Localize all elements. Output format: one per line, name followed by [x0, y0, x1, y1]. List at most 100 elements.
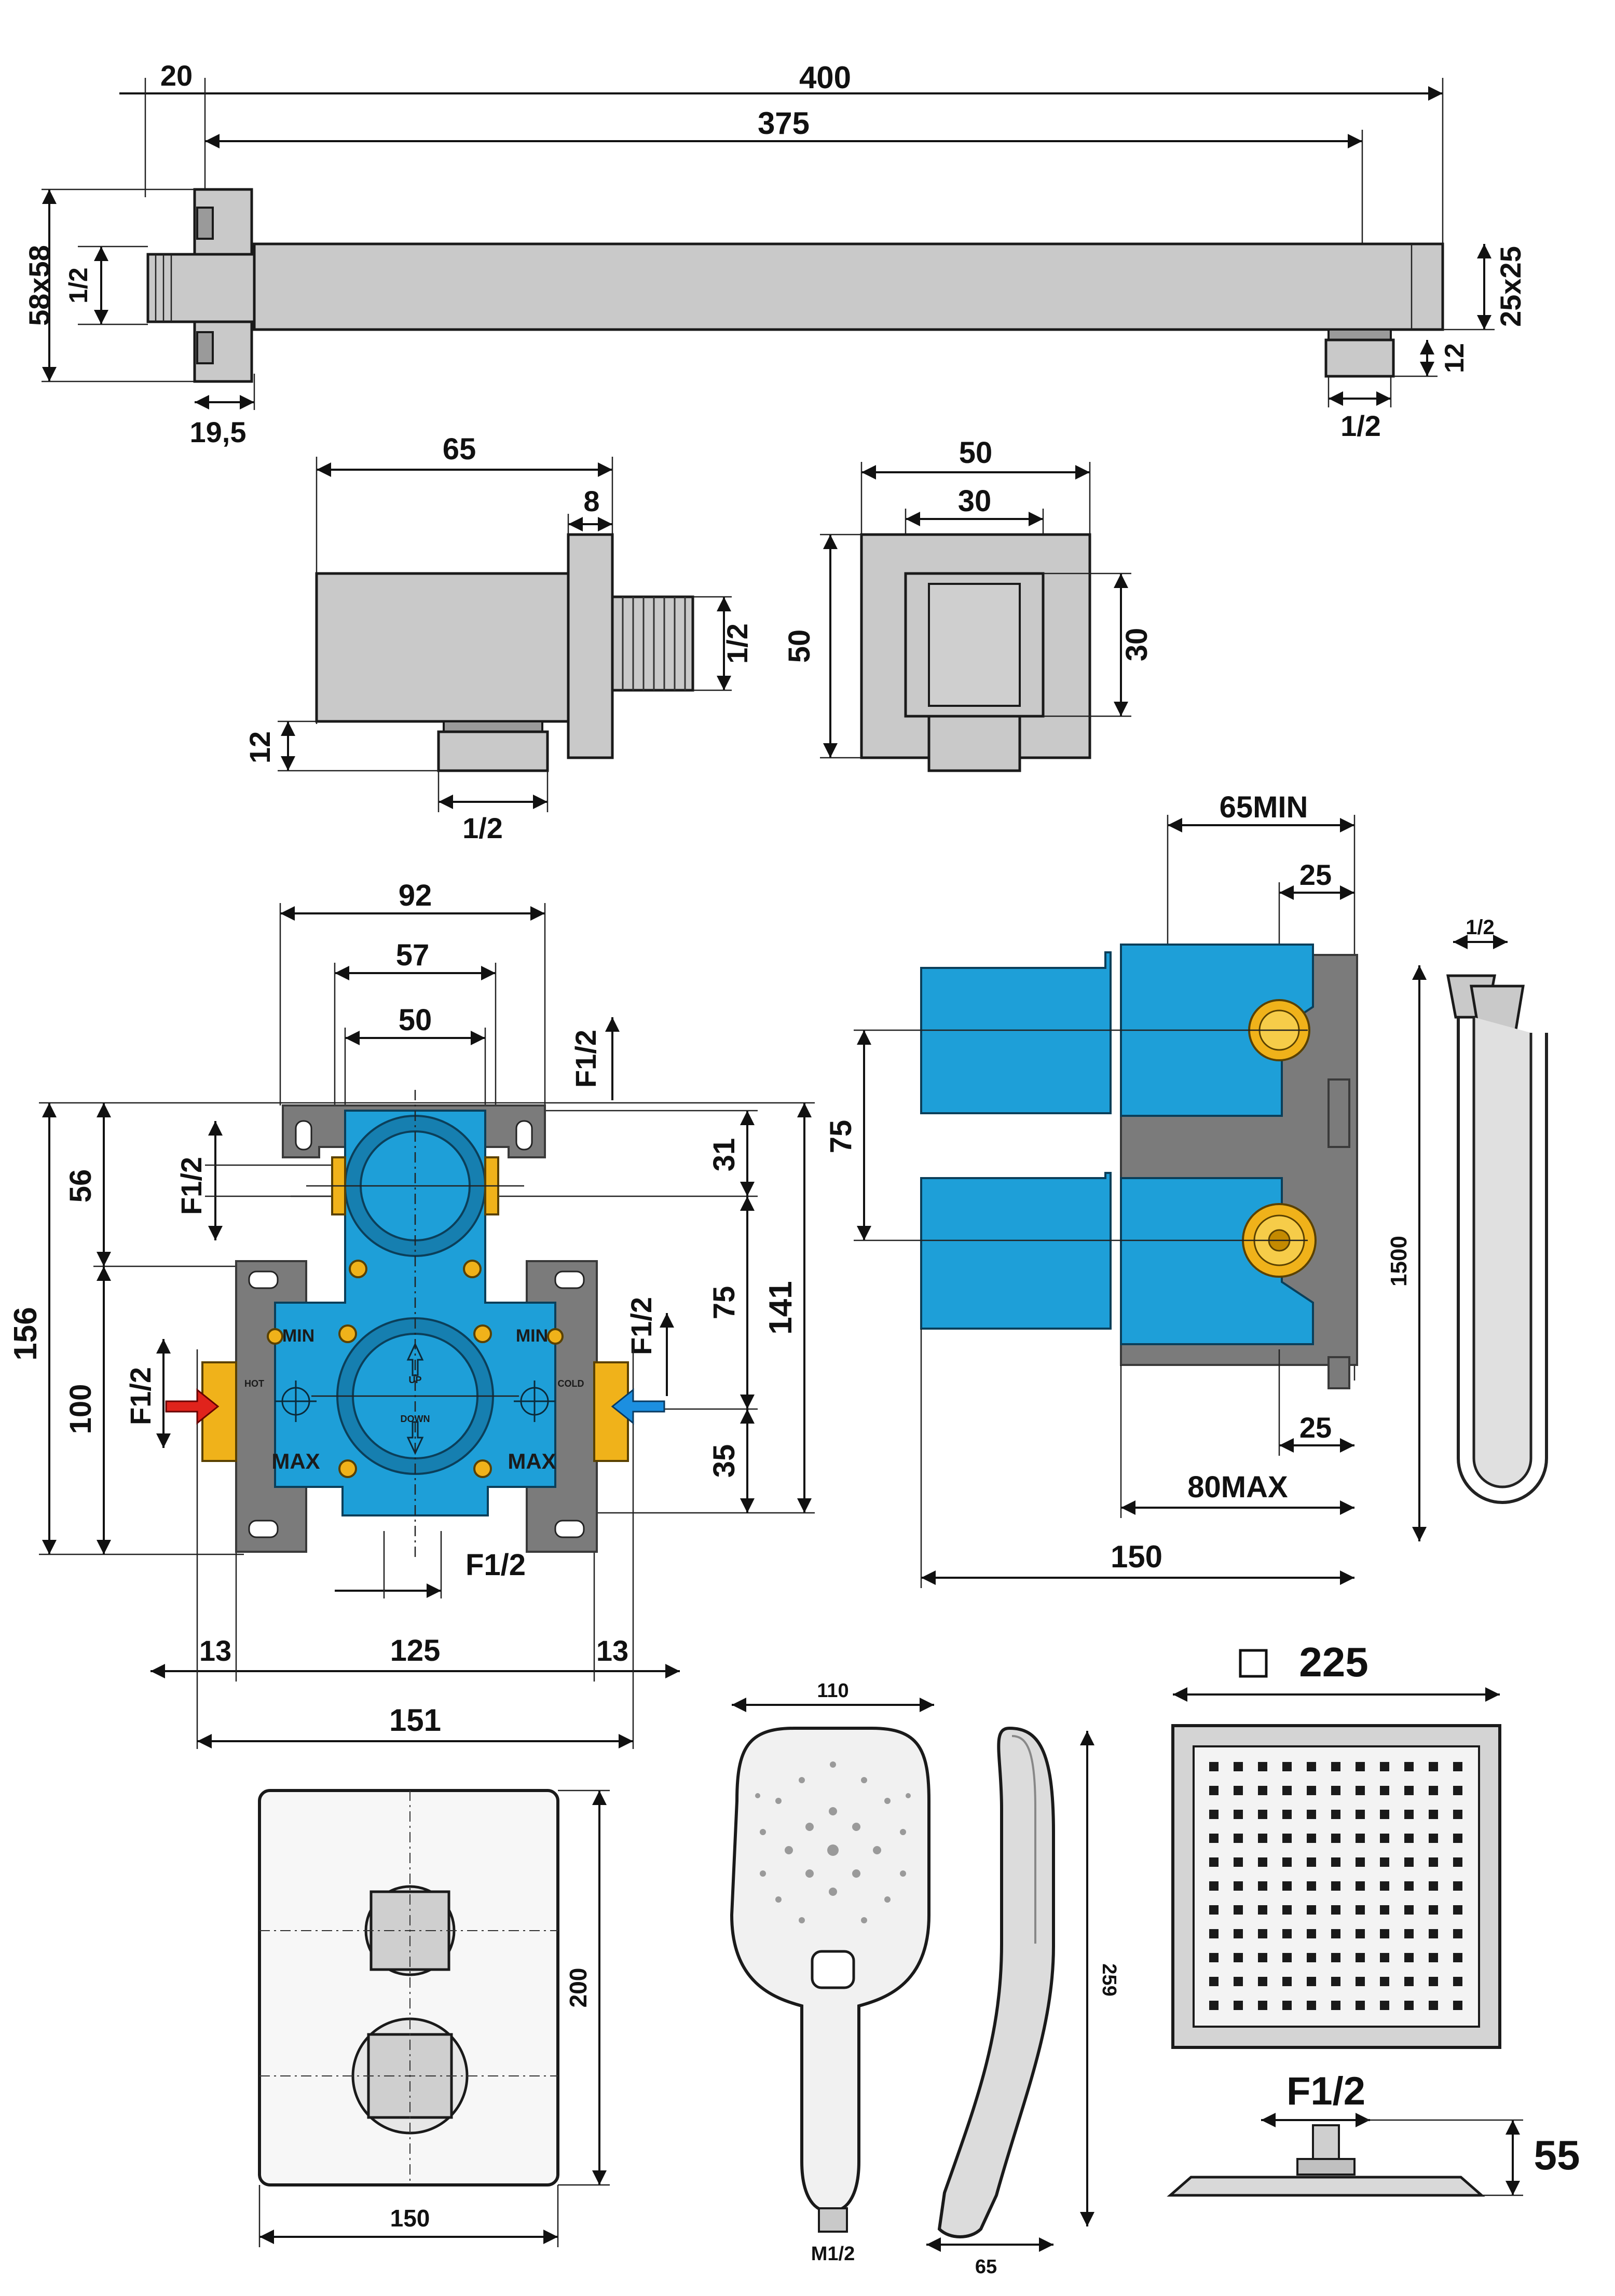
nozzle	[1453, 1905, 1462, 1915]
nozzle	[1404, 1953, 1414, 1962]
dim-back-1-2: 1/2	[721, 623, 754, 664]
nozzle	[1209, 1834, 1219, 1843]
dim-25-bottom: 25	[1299, 1411, 1332, 1444]
nozzle	[1453, 1857, 1462, 1867]
cold-label: COLD	[558, 1378, 584, 1389]
nozzle	[1258, 1953, 1267, 1962]
dim-25-top: 25	[1299, 858, 1332, 891]
elbow-thread	[611, 595, 694, 692]
nozzle	[1380, 1857, 1389, 1867]
dim-56: 56	[64, 1169, 98, 1203]
dim-f12-left: F1/2	[124, 1367, 157, 1425]
nozzle	[1453, 1953, 1462, 1962]
spray-button	[811, 1950, 855, 1989]
dim-thread-1-2: 1/2	[64, 267, 93, 304]
dim-65-hand: 65	[975, 2256, 997, 2278]
nozzle	[1453, 2001, 1462, 2010]
lower-cartridge	[920, 1172, 1112, 1330]
nozzle	[1282, 1834, 1292, 1843]
nozzle	[1307, 1834, 1316, 1843]
dim-57: 57	[396, 938, 430, 972]
dim-31: 31	[707, 1138, 741, 1172]
nozzle	[1380, 1881, 1389, 1891]
nozzle	[1404, 2001, 1414, 2010]
wall-elbow-front-view: 50 30 50 30	[783, 436, 1154, 772]
nozzle	[1331, 2001, 1340, 2010]
dim-259: 259	[1098, 1963, 1120, 1996]
nozzle	[1331, 1857, 1340, 1867]
hose-loop-outer	[1457, 1017, 1548, 1504]
nozzle	[1258, 1977, 1267, 1986]
hand-shower-thread	[818, 2207, 848, 2233]
up-label: UP	[408, 1375, 421, 1385]
max-label-right: MAX	[508, 1449, 556, 1473]
nozzle	[1258, 1929, 1267, 1938]
elbow-front-nut	[927, 715, 1021, 772]
nozzle	[1331, 1762, 1340, 1771]
shower-hose-drawing: 1/2 1500	[1386, 916, 1548, 1541]
nozzle	[1258, 1857, 1267, 1867]
nozzle	[1282, 2001, 1292, 2010]
nozzle	[1209, 1762, 1219, 1771]
nozzle	[1356, 1977, 1365, 1986]
dim-100: 100	[64, 1384, 98, 1434]
nozzle	[1209, 1905, 1219, 1915]
nozzle	[1282, 1929, 1292, 1938]
rain-shower-head: 225 F1/2 55	[1167, 1639, 1580, 2197]
dim-65: 65	[443, 432, 476, 466]
dim-13-right: 13	[596, 1634, 628, 1667]
nozzle	[1453, 1881, 1462, 1891]
nozzle	[1209, 1881, 1219, 1891]
nozzle	[1356, 1905, 1365, 1915]
dim-8: 8	[583, 485, 599, 517]
nozzle	[1331, 1905, 1340, 1915]
nozzle	[1429, 1834, 1438, 1843]
nozzle	[1404, 1905, 1414, 1915]
nozzle	[1380, 1905, 1389, 1915]
rain-head-connector	[1312, 2124, 1340, 2160]
hot-inlet-arrow	[165, 1388, 220, 1425]
nozzle	[1429, 1762, 1438, 1771]
square-symbol-icon	[1239, 1649, 1268, 1678]
nozzle	[1380, 1953, 1389, 1962]
dim-12-elbow: 12	[243, 731, 276, 763]
nozzle	[1331, 1953, 1340, 1962]
shower-arm-drawing: 20 400 375 58x58 1/2 19,5 25x25	[23, 59, 1527, 448]
dim-200: 200	[565, 1968, 592, 2008]
hand-shower-side: 259 65	[926, 1726, 1120, 2278]
nozzle	[1282, 1857, 1292, 1867]
nozzle	[1307, 1953, 1316, 1962]
dim-30-h: 30	[1120, 628, 1154, 662]
outlet-nut	[1324, 338, 1395, 378]
nozzle	[1258, 1810, 1267, 1819]
trim-plate	[258, 1789, 559, 2186]
nozzle	[1429, 1905, 1438, 1915]
dim-outlet-1-2: 1/2	[1340, 409, 1381, 442]
nozzle	[1234, 1905, 1243, 1915]
nozzle	[1404, 1881, 1414, 1891]
nozzle	[1234, 2001, 1243, 2010]
nozzle	[1209, 1857, 1219, 1867]
dim-75-valve: 75	[707, 1286, 741, 1320]
dim-19-5: 19,5	[190, 416, 247, 448]
nozzle	[1234, 1977, 1243, 1986]
nozzle	[1209, 1953, 1219, 1962]
nozzle	[1209, 1929, 1219, 1938]
nozzle	[1331, 1977, 1340, 1986]
nozzle	[1356, 1929, 1365, 1938]
nozzle	[1307, 1786, 1316, 1795]
nozzle	[1453, 1929, 1462, 1938]
nozzle	[1356, 1953, 1365, 1962]
nozzle	[1234, 1786, 1243, 1795]
nozzle	[1331, 1834, 1340, 1843]
nozzle	[1404, 1834, 1414, 1843]
nozzle	[1356, 1786, 1365, 1795]
rain-head-profile	[1167, 2176, 1485, 2197]
nozzle	[1356, 1881, 1365, 1891]
nozzle	[1404, 1762, 1414, 1771]
nozzle	[1258, 1905, 1267, 1915]
nozzle	[1282, 1786, 1292, 1795]
nozzle	[1380, 1977, 1389, 1986]
nozzle	[1234, 1834, 1243, 1843]
